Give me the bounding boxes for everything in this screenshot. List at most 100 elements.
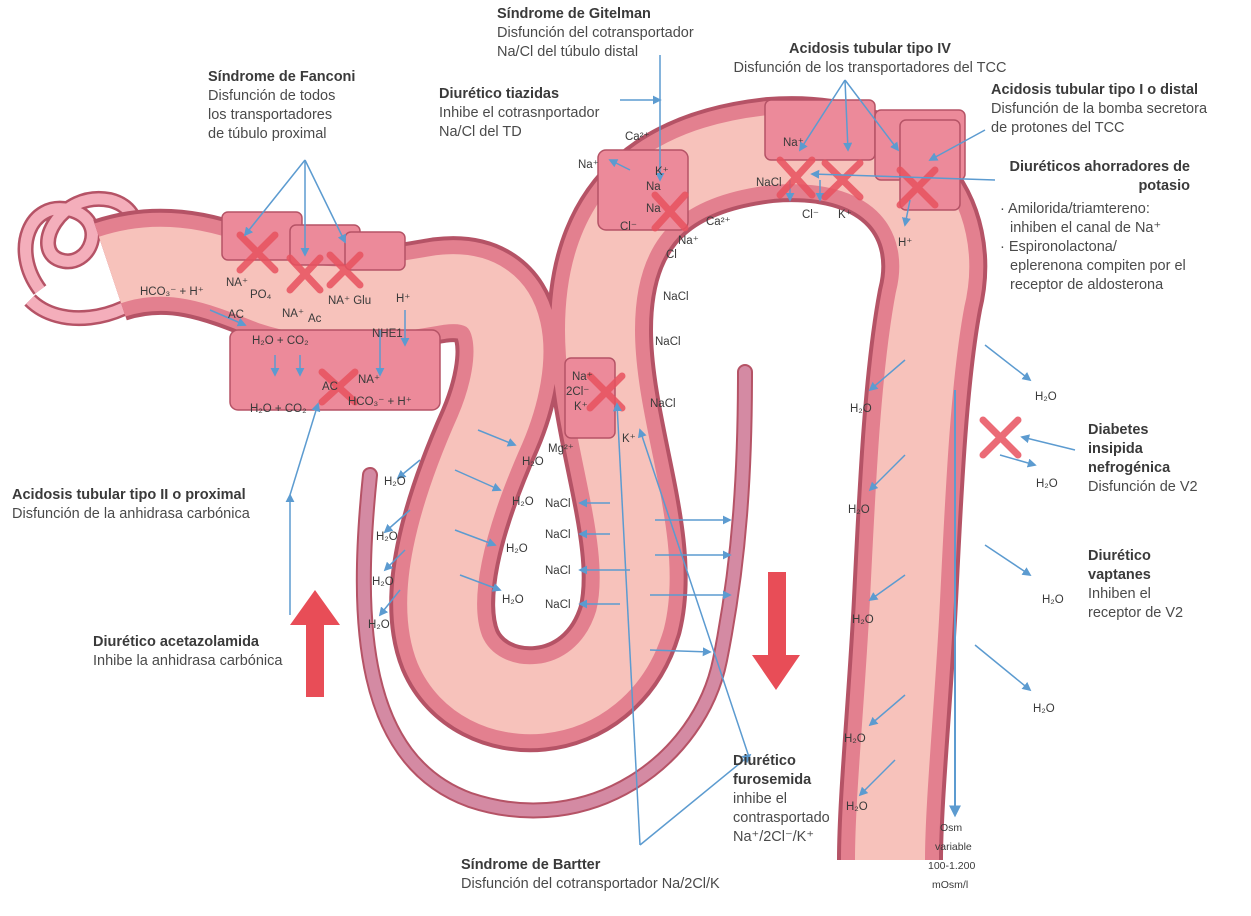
proximal-label: HCO₃⁻ + H⁺	[348, 396, 412, 408]
loop-nacl-label: NaCl	[545, 599, 571, 611]
flow-arrow-up	[290, 590, 340, 697]
annotation-furosemida: Diurético furosemida inhibe el contraspo…	[733, 752, 863, 847]
annotation-atr-ii: Acidosis tubular tipo II o proximal Disf…	[12, 486, 302, 524]
annotation-atr-iv: Acidosis tubular tipo IV Disfunción de l…	[720, 40, 1020, 78]
loop-nacl-label: NaCl	[545, 565, 571, 577]
leader-lines	[243, 55, 1076, 846]
annotation-ahorradores: Diuréticos ahorradores de potasio · Amil…	[1000, 158, 1190, 295]
annotation-line: inhibe el contrasportado	[733, 791, 830, 826]
collecting-label: H⁺	[898, 237, 912, 249]
annotation-line: Disfunción de la bomba secretora	[991, 101, 1208, 117]
distal-label: Cl⁻	[620, 221, 637, 233]
annotation-fanconi: Síndrome de Fanconi Disfunción de todos …	[208, 68, 388, 144]
distal-label: Na	[646, 181, 661, 193]
ascending-label: K⁺	[574, 401, 588, 413]
water-label: H₂O	[1042, 594, 1064, 606]
loop-nacl-label: NaCl	[545, 529, 571, 541]
annotation-title: Acidosis tubular tipo I o distal	[991, 82, 1199, 98]
collecting-label: K⁺	[838, 209, 852, 221]
distal-label: K⁺	[655, 166, 669, 178]
transport-cells	[221, 99, 966, 439]
annotation-line: Inhibe la anhidrasa carbónica	[93, 653, 283, 669]
water-label: H₂O	[848, 504, 870, 516]
proximal-label: Ac	[308, 313, 322, 325]
proximal-label: NA⁺	[358, 374, 380, 386]
water-label: H₂O	[850, 403, 872, 415]
annotation-bullet: · Espironolactona/ eplerenona compiten p…	[1000, 239, 1186, 293]
proximal-label: NA⁺ Glu	[328, 295, 371, 307]
water-label: H₂O	[846, 801, 868, 813]
flow-arrow-down	[752, 572, 800, 690]
osm-label: Osm	[940, 822, 962, 834]
ascending-label: Mg²⁺	[548, 443, 574, 455]
ascending-label: K⁺	[622, 433, 636, 445]
proximal-label: AC	[228, 309, 244, 321]
osm-label: variable	[935, 841, 972, 853]
annotation-line: Na/Cl del túbulo distal	[497, 44, 639, 60]
loop-nacl-label: NaCl	[545, 498, 571, 510]
annotation-line: los transportadores	[208, 107, 333, 123]
annotation-title: Diuréticos ahorradores de potasio	[1009, 159, 1191, 194]
annotation-acetazolamida: Diurético acetazolamida Inhibe la anhidr…	[93, 633, 323, 671]
osm-label: mOsm/l	[932, 879, 968, 891]
proximal-label: NHE1	[372, 328, 403, 340]
annotation-title: Síndrome de Fanconi	[208, 69, 356, 85]
annotation-line: de protones del TCC	[991, 120, 1125, 136]
ascending-label: NaCl	[650, 398, 676, 410]
ascending-label: 2Cl⁻	[566, 386, 589, 398]
distal-label: Na⁺	[578, 159, 599, 171]
annotation-line: de túbulo proximal	[208, 126, 327, 142]
proximal-label: H₂O + CO₂	[250, 403, 307, 415]
water-label: H₂O	[1033, 703, 1055, 715]
annotation-line: Inhibe el cotrasnportador	[439, 105, 600, 121]
annotation-title: Síndrome de Gitelman	[497, 6, 651, 22]
annotation-line: Disfunción del cotransportador Na/2Cl/K	[461, 876, 720, 892]
transport-arrows	[209, 159, 911, 377]
water-label: H₂O	[1036, 478, 1058, 490]
water-label: H₂O	[512, 496, 534, 508]
water-label: H₂O	[372, 576, 394, 588]
distal-label: Na⁺	[678, 235, 699, 247]
water-label: H₂O	[384, 476, 406, 488]
water-label: H₂O	[844, 733, 866, 745]
annotation-gitelman: Síndrome de Gitelman Disfunción del cotr…	[497, 5, 737, 62]
water-label: H₂O	[522, 456, 544, 468]
annotation-line: Na⁺/2Cl⁻/K⁺	[733, 829, 814, 845]
distal-label: Ca²⁺	[625, 131, 650, 143]
distal-label: Ca²⁺	[706, 216, 731, 228]
annotation-title: Síndrome de Bartter	[461, 857, 601, 873]
annotation-title: Diurético tiazidas	[439, 86, 560, 102]
annotation-line: Na/Cl del TD	[439, 124, 522, 140]
annotation-line: Inhiben el receptor de V2	[1088, 586, 1184, 621]
water-arrows	[378, 344, 1037, 797]
annotation-title: Diurético vaptanes	[1088, 548, 1151, 583]
annotation-line: Disfunción del cotransportador	[497, 25, 694, 41]
water-label: H₂O	[368, 619, 390, 631]
annotation-line: Disfunción de la anhidrasa carbónica	[12, 506, 250, 522]
annotation-title: Acidosis tubular tipo II o proximal	[12, 487, 246, 503]
collecting-label: Cl⁻	[802, 209, 819, 221]
inhibition-crosses	[236, 156, 1022, 459]
water-label: H₂O	[376, 531, 398, 543]
annotation-line: Disfunción de los transportadores del TC…	[733, 60, 1007, 76]
ascending-label: Na⁺	[572, 371, 593, 383]
osm-label: 100-1.200	[928, 860, 975, 872]
annotation-line: Disfunción de todos	[208, 88, 336, 104]
proximal-label: AC	[322, 381, 338, 393]
annotation-title: Diabetes insipida nefrogénica	[1088, 422, 1171, 476]
ascending-label: NaCl	[663, 291, 689, 303]
annotation-title: Diurético furosemida	[733, 753, 812, 788]
water-label: H₂O	[506, 543, 528, 555]
annotation-title: Diurético acetazolamida	[93, 634, 259, 650]
water-label: H₂O	[502, 594, 524, 606]
distal-label: Na	[646, 203, 661, 215]
proximal-label: H₂O + CO₂	[252, 335, 309, 347]
proximal-label: H⁺	[396, 293, 410, 305]
collecting-label: NaCl	[756, 177, 782, 189]
proximal-label: NA⁺	[282, 308, 304, 320]
proximal-label: PO₄	[250, 289, 272, 301]
annotation-bullet: · Amilorida/triamtereno: inhiben el cana…	[1000, 201, 1162, 236]
annotation-line: Disfunción de V2	[1088, 479, 1198, 495]
